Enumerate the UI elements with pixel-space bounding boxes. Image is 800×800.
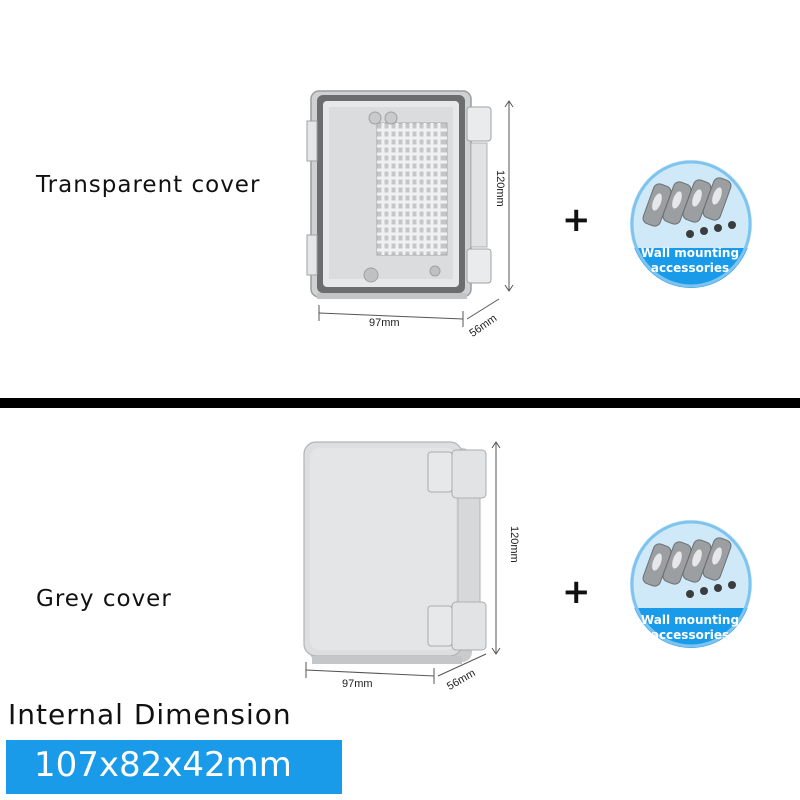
height-dimension: 120mm [508,526,520,563]
screw-icon [686,581,736,598]
accessory-label-line-1: Wall mounting [640,246,740,260]
transparent-enclosure-image [306,90,514,327]
screw-icon [686,221,736,238]
accessory-label-line-1: Wall mounting [640,613,740,627]
grey-enclosure-image [303,441,501,684]
transparent-cover-label: Transparent cover [36,172,261,198]
section-divider [0,398,800,408]
accessory-label-line-2: accessories [650,628,730,642]
grey-cover-label: Grey cover [36,586,172,612]
wall-mounting-accessories-image [630,520,752,648]
width-dimension: 97mm [342,678,373,690]
internal-dimension-title: Internal Dimension [8,698,292,731]
wall-mounting-accessories-image [630,160,752,288]
plus-icon: + [562,200,591,240]
plus-icon: + [562,572,591,612]
height-dimension: 120mm [494,170,506,207]
internal-dimension-value: 107x82x42mm [34,745,292,785]
internal-dimension-badge [6,740,342,794]
accessory-label-line-2: accessories [650,261,730,275]
width-dimension: 97mm [369,317,400,329]
